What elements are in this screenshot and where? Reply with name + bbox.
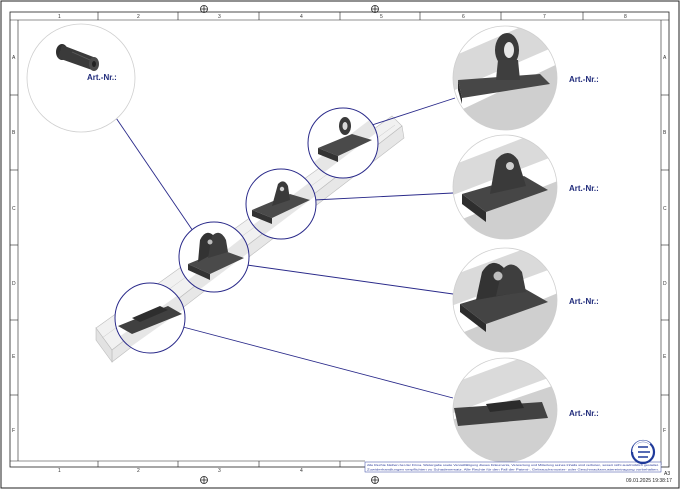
detail-circle-small-2 — [245, 168, 317, 240]
row-label-right: D — [663, 281, 667, 287]
part-label-4: Art.-Nr.: — [569, 409, 599, 418]
detail-circle-small-1 — [307, 107, 379, 179]
row-label-right: F — [663, 428, 666, 434]
col-label: 6 — [462, 14, 465, 20]
sheet-size: A3 — [664, 471, 670, 477]
detail-circle-small-4 — [114, 282, 186, 354]
part-label-1: Art.-Nr.: — [569, 75, 599, 84]
row-label: A — [12, 55, 16, 61]
col-label: 1 — [58, 14, 61, 20]
row-label: D — [12, 281, 16, 287]
detail-circle-large-2 — [452, 134, 558, 240]
pin-part — [56, 44, 99, 71]
row-label-right: A — [663, 55, 667, 61]
col-label: 4 — [300, 14, 303, 20]
row-label: B — [12, 130, 16, 136]
row-label: F — [12, 428, 15, 434]
grid-labels: 1 2 3 4 5 6 7 8 1 2 3 4 A B C D E F A B … — [12, 14, 667, 474]
title-block: Alle Rechte bleiben bei der Firma. Weite… — [364, 461, 662, 473]
col-label: 3 — [218, 14, 221, 20]
centering-mark-top — [200, 5, 379, 13]
row-label-right: C — [663, 206, 667, 212]
disclaimer-line-1: Alle Rechte bleiben bei der Firma. Weite… — [367, 463, 659, 467]
row-label: E — [12, 354, 16, 360]
timestamp: 09.01.2025 19:38:17 — [626, 478, 672, 484]
detail-circle-large-3 — [452, 247, 558, 353]
detail-circle-large-4 — [452, 357, 558, 463]
detail-circle-large-1 — [452, 25, 558, 131]
disclaimer-line-2: Zuwiderhandlungen verpflichten zu Schade… — [367, 468, 659, 472]
col-label-bottom: 2 — [137, 468, 140, 474]
part-label-pin: Art.-Nr.: — [87, 73, 117, 82]
col-label: 8 — [624, 14, 627, 20]
detail-circle-pin — [26, 23, 136, 133]
row-label-right: E — [663, 354, 667, 360]
col-label: 7 — [543, 14, 546, 20]
row-label: C — [12, 206, 16, 212]
part-label-2: Art.-Nr.: — [569, 184, 599, 193]
leader-lines — [111, 97, 456, 399]
col-label-bottom: 3 — [218, 468, 221, 474]
company-logo — [630, 439, 656, 465]
col-label: 5 — [380, 14, 383, 20]
col-label: 2 — [137, 14, 140, 20]
centering-mark-bottom — [200, 476, 379, 484]
col-label-bottom: 4 — [300, 468, 303, 474]
col-label-bottom: 1 — [58, 468, 61, 474]
part-label-3: Art.-Nr.: — [569, 297, 599, 306]
row-label-right: B — [663, 130, 667, 136]
detail-circle-small-3 — [178, 221, 250, 293]
